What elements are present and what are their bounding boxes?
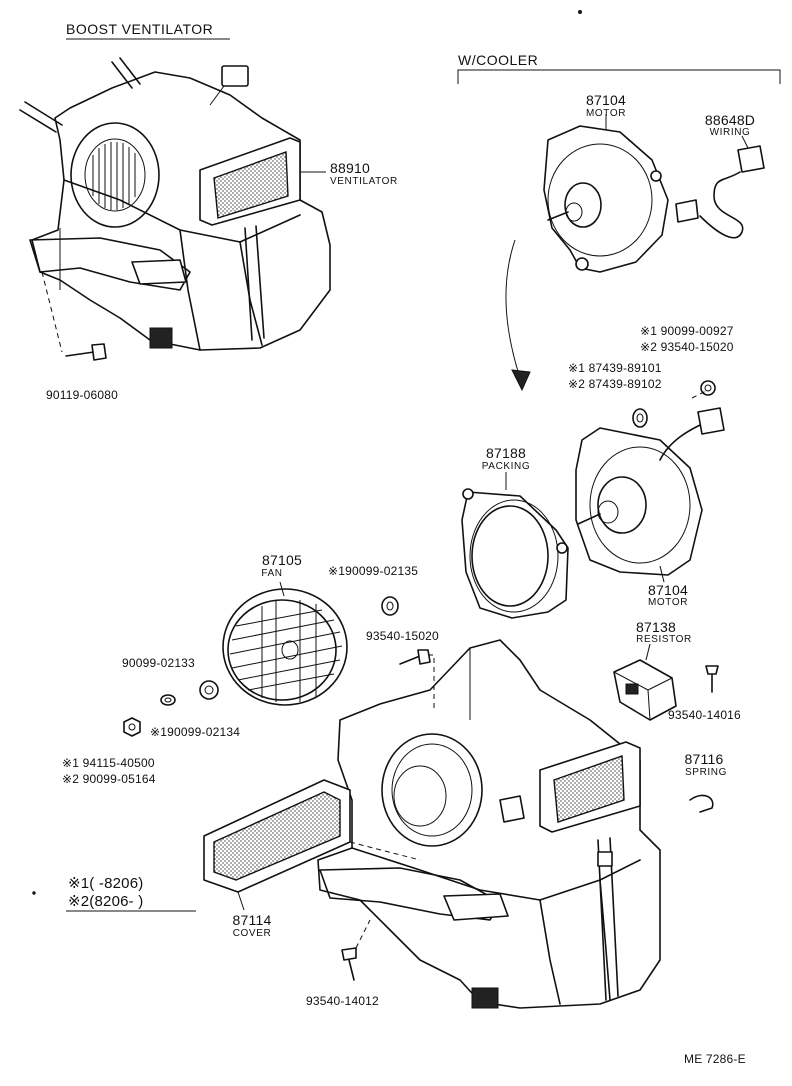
nut-90099-00927 — [700, 380, 716, 396]
part-number-87104: 87104 — [648, 582, 688, 598]
screw-93540-14016 — [705, 665, 719, 693]
part-name-resistor: RESISTOR — [636, 634, 692, 645]
assembly-arrow — [505, 239, 521, 379]
part-number-88648D: 88648D — [704, 112, 756, 128]
part-number-93540-15020: 93540-15020 — [366, 629, 439, 643]
part-number-88910: 88910 — [330, 160, 370, 176]
fan-87105 — [222, 588, 348, 706]
part-number-93540-15020-nut: ※2 93540-15020 — [640, 340, 734, 354]
motor-87104-top — [543, 125, 669, 273]
packing-87188 — [461, 488, 569, 619]
speck — [32, 891, 36, 895]
speck — [578, 10, 582, 14]
nut-94115-40500 — [123, 717, 141, 737]
part-number-90099-02134: ※190099-02134 — [150, 725, 241, 739]
cooler-header-bracket — [457, 69, 781, 84]
cover-leader — [237, 891, 245, 911]
motor-leader — [659, 565, 665, 583]
part-name-motor-top: MOTOR — [585, 108, 627, 119]
screw-93540-14012 — [341, 919, 371, 981]
part-number-87439-89101: ※1 87439-89101 — [568, 361, 662, 375]
part-number-90099-00927: ※1 90099-00927 — [640, 324, 734, 338]
wiring-leader — [741, 135, 749, 149]
part-number-90099-05164: ※2 90099-05164 — [62, 772, 156, 786]
fan-leader — [279, 581, 285, 597]
section-title-boost-ventilator: BOOST VENTILATOR — [66, 21, 214, 37]
part-name-ventilator: VENTILATOR — [330, 176, 398, 187]
wiring-88648D — [675, 145, 765, 239]
part-name-motor: MOTOR — [647, 597, 689, 608]
cover-87114 — [203, 779, 421, 893]
spring-87116 — [689, 794, 714, 813]
legend-line-2: ※2(8206- ) — [68, 893, 144, 910]
part-number-93540-14012: 93540-14012 — [306, 994, 379, 1008]
washer-90099-02135 — [381, 596, 399, 616]
cooler-blower-unit — [317, 639, 661, 1009]
boost-ventilator-unit — [19, 57, 331, 351]
part-number-90099-02135: ※190099-02135 — [328, 564, 419, 578]
part-name-fan: FAN — [261, 568, 283, 579]
part-name-spring: SPRING — [685, 767, 727, 778]
part-number-87138: 87138 — [636, 619, 676, 635]
washer-90099-02134 — [199, 680, 219, 700]
resistor-leader — [645, 643, 651, 661]
part-number-87114: 87114 — [232, 912, 272, 928]
part-name-wiring: WIRING — [709, 127, 751, 138]
motor-87104 — [575, 389, 725, 576]
screw-93540-15020 — [399, 649, 435, 712]
part-name-cover: COVER — [232, 928, 272, 939]
legend-line-1: ※1( -8206) — [68, 875, 144, 892]
part-number-87116: 87116 — [684, 751, 724, 767]
washer-87439 — [632, 408, 648, 428]
part-name-packing: PACKING — [481, 461, 531, 472]
part-number-87105: 87105 — [262, 552, 302, 568]
part-number-93540-14016: 93540-14016 — [668, 708, 741, 722]
part-number-87439-89102: ※2 87439-89102 — [568, 377, 662, 391]
diagram-code: ME 7286-E — [684, 1052, 746, 1066]
part-number-87104-top: 87104 — [586, 92, 626, 108]
part-number-90119-06080: 90119-06080 — [46, 388, 119, 402]
part-number-87188: 87188 — [486, 445, 526, 461]
washer-90099-02133 — [160, 694, 176, 706]
bolt-90119-06080 — [65, 343, 107, 361]
section-title-with-cooler: W/COOLER — [458, 52, 539, 68]
assembly-arrow-head — [511, 369, 531, 392]
resistor-87138 — [613, 659, 677, 721]
bolt-guide-line — [41, 271, 63, 353]
part-number-94115-40500: ※1 94115-40500 — [62, 756, 155, 770]
part-number-90099-02133: 90099-02133 — [122, 656, 195, 670]
